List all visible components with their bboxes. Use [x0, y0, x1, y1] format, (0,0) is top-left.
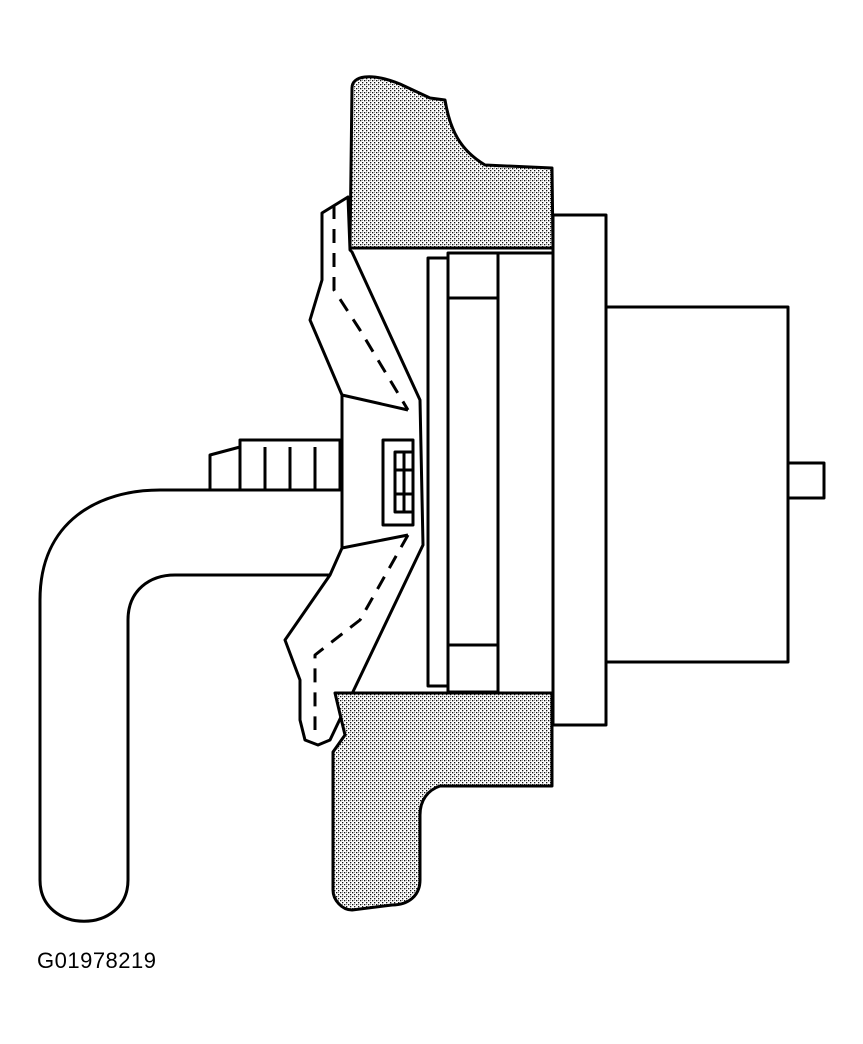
- figure-id-label: G01978219: [37, 948, 157, 973]
- mounting-flange: [551, 213, 608, 727]
- thin-plate: [426, 256, 450, 688]
- threaded-nut: [208, 438, 342, 492]
- motor-housing: [604, 305, 790, 664]
- upper-housing-casting: [348, 75, 555, 250]
- lower-housing-casting: [331, 691, 554, 912]
- hub-spacer: [381, 438, 415, 527]
- shaft-end: [786, 461, 826, 500]
- outlet-pipe: [38, 488, 335, 923]
- diaphragm-cone: [283, 195, 425, 747]
- rotor-plates: [446, 251, 555, 695]
